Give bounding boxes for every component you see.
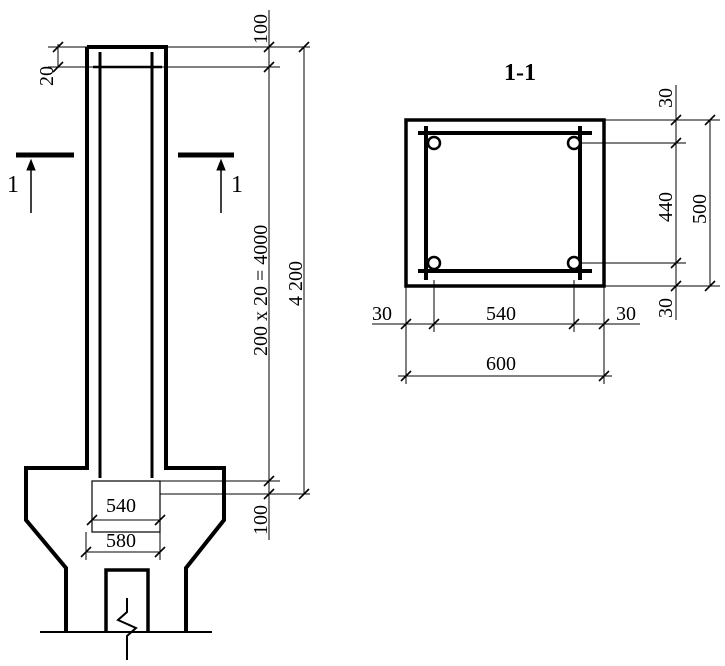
socket-opening	[104, 568, 150, 632]
section-dim-right-cover: 30	[616, 303, 636, 325]
section-dim-inner-width: 540	[486, 303, 516, 325]
rebar-bottom-left	[426, 255, 442, 271]
section-dim-left-cover: 30	[372, 303, 392, 325]
section-dim-outer-width: 600	[486, 353, 516, 375]
dim-rebar-spacing-label: 200 x 20 = 4000	[250, 225, 272, 356]
section-mark-left-label: 1	[7, 172, 19, 198]
dim-inner-width-label: 540	[106, 495, 136, 517]
elevation-dimensions	[48, 10, 310, 560]
rebar-top-left	[426, 135, 442, 151]
section-mark-right-label: 1	[231, 172, 243, 198]
section-dim-outer-height: 500	[689, 194, 711, 224]
dim-total-height-label: 4 200	[285, 261, 307, 306]
bottom-rebar-box	[91, 480, 161, 533]
dim-top-flange-label: 20	[36, 66, 58, 86]
section-dim-bottom-cover: 30	[655, 298, 677, 318]
section-outline	[404, 118, 606, 288]
section-markers	[16, 152, 234, 213]
column-elevation	[24, 45, 226, 660]
arrow-head-right	[216, 158, 226, 171]
cross-section	[404, 118, 606, 288]
section-title: 1-1	[504, 60, 536, 86]
rebar-bottom-right	[566, 255, 582, 271]
break-line	[116, 598, 138, 660]
rebar-top-right	[566, 135, 582, 151]
section-dim-top-cover: 30	[655, 88, 677, 108]
dim-outer-width-label: 580	[106, 530, 136, 552]
section-dimensions	[372, 85, 720, 384]
dim-bottom-gap-label: 100	[250, 505, 272, 535]
dim-top-gap-label: 100	[250, 14, 272, 44]
section-dim-inner-height: 440	[655, 192, 677, 222]
arrow-head-left	[26, 158, 36, 171]
